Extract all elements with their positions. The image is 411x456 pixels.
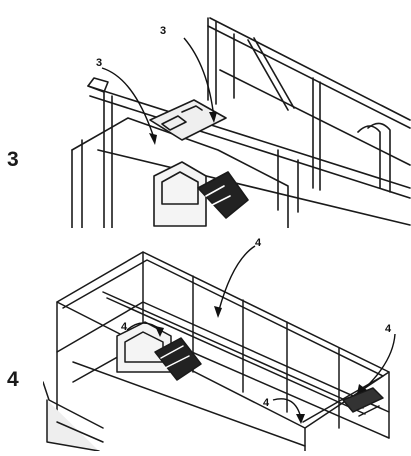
callout-label: 3	[160, 25, 166, 37]
callout-label: 4	[263, 397, 270, 409]
step-3-illustration: 3 3	[58, 0, 411, 229]
step-4-illustration: 4 4 4 4	[42, 232, 411, 452]
step-3-diagram: 3 3	[71, 17, 411, 229]
step-4-diagram: 4 4 4 4	[42, 237, 396, 452]
callout-label: 4	[121, 321, 128, 333]
callout-arrowhead	[149, 133, 157, 145]
callout-arrowhead	[357, 384, 367, 394]
step-4-number: 4	[7, 368, 19, 391]
callout-arrowhead	[209, 112, 217, 123]
step-3-number: 3	[7, 148, 19, 171]
callout-label: 4	[385, 323, 392, 335]
callout-arrowhead	[296, 414, 305, 424]
callout-label: 3	[96, 57, 102, 69]
callout-arrowhead	[214, 306, 222, 318]
callout-label: 4	[255, 237, 262, 249]
callout-arrowhead	[155, 326, 164, 337]
